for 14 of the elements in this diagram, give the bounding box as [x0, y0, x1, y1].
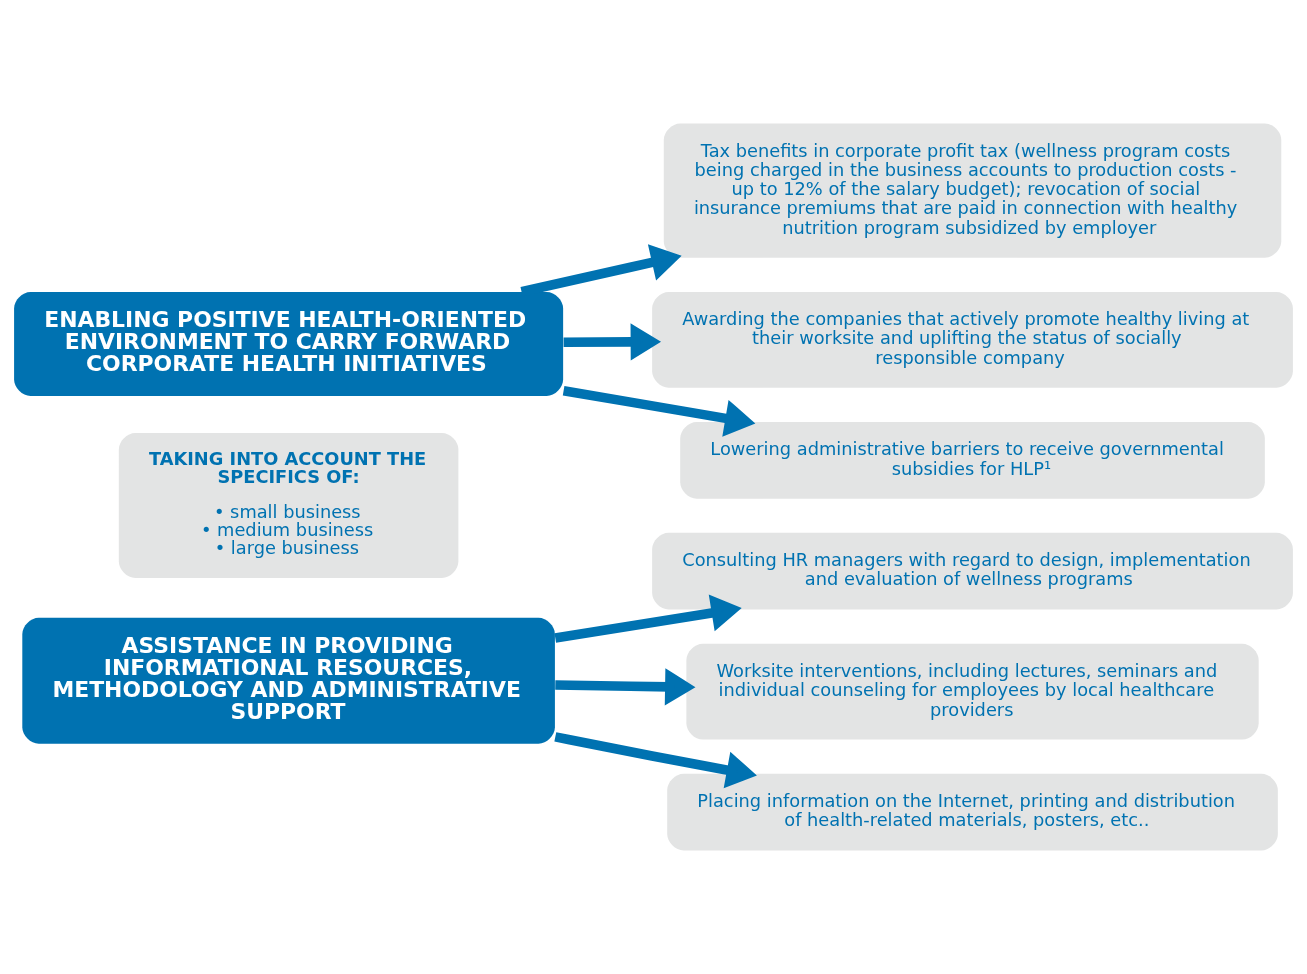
- arrow: [563, 323, 662, 361]
- arrow: [554, 732, 757, 789]
- node-box: Placing information on the Internet, printing and distribution of health-related materials, posters, etc..: [667, 773, 1278, 851]
- node-box: Consulting HR managers with regard to design, implementation and evaluation of wellness programs: [652, 532, 1293, 610]
- arrow: [562, 385, 756, 437]
- arrow: [554, 594, 742, 643]
- node-box: Lowering administrative barriers to receive governmental subsidies for HLP¹: [680, 421, 1265, 499]
- arrow: [555, 668, 696, 706]
- node-box: Awarding the companies that actively promote healthy living at their worksite and uplifting the status of socially responsible company: [652, 291, 1293, 388]
- node-box: ENABLING POSITIVE HEALTH-ORIENTED ENVIRONMENT TO CARRY FORWARD CORPORATE HEALTH INITIATIVES: [14, 291, 564, 396]
- node-box: Worksite interventions, including lectures, seminars and individual counseling for employees by local healthcare providers: [686, 643, 1259, 740]
- node-box: Tax benefits in corporate profit tax (wellness program costs being charged in the business accounts to production costs - up to 12% of the salary budget); revocation of social insurance premiums that are paid in connection with healthy nutrition program subsidized by employer: [663, 123, 1282, 258]
- node-box: ASSISTANCE IN PROVIDING INFORMATIONAL RESOURCES, METHODOLOGY AND ADMINISTRATIVE SUPPORT: [22, 617, 555, 744]
- node-box: TAKING INTO ACCOUNT THE SPECIFICS OF: • small business • medium business • large business: [118, 432, 459, 579]
